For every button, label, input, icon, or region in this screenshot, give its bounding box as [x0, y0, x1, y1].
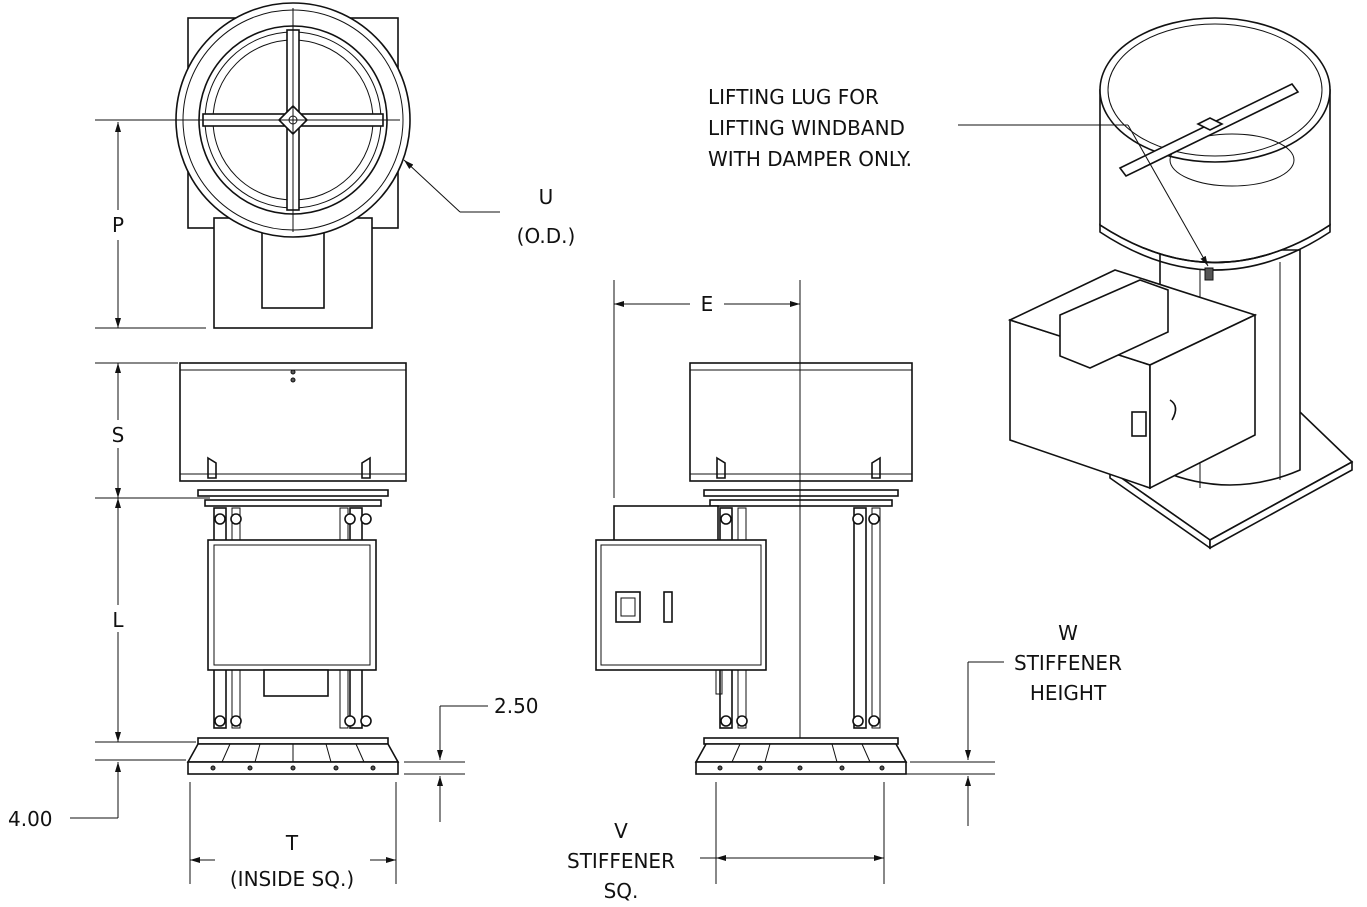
dimensions [70, 122, 1209, 884]
label-v-line3: SQ. [604, 879, 639, 903]
lifting-lug-line1: LIFTING LUG FOR [708, 85, 879, 109]
lifting-lug-line2: LIFTING WINDBAND [708, 116, 905, 140]
label-t: T [285, 831, 299, 855]
label-s: S [112, 423, 125, 447]
label-w-line2: STIFFENER [1014, 651, 1122, 675]
label-e: E [701, 292, 714, 316]
side-view [595, 330, 913, 775]
isometric-view [1007, 17, 1354, 550]
front-view [179, 362, 407, 775]
label-400: 4.00 [8, 807, 53, 831]
label-w: W [1058, 621, 1078, 645]
label-p: P [112, 213, 124, 237]
dimension-labels: P S L U (O.D.) E T (INSIDE SQ.) V STIFFE… [8, 85, 1122, 903]
label-250: 2.50 [494, 694, 539, 718]
label-t-note: (INSIDE SQ.) [230, 867, 354, 891]
label-v-line2: STIFFENER [567, 849, 675, 873]
label-u: U [539, 185, 554, 209]
top-view [95, 2, 411, 329]
label-l: L [112, 608, 124, 632]
label-w-line3: HEIGHT [1030, 681, 1107, 705]
lifting-lug-line3: WITH DAMPER ONLY. [708, 147, 912, 171]
label-u-note: (O.D.) [517, 224, 576, 248]
label-v: V [614, 819, 628, 843]
